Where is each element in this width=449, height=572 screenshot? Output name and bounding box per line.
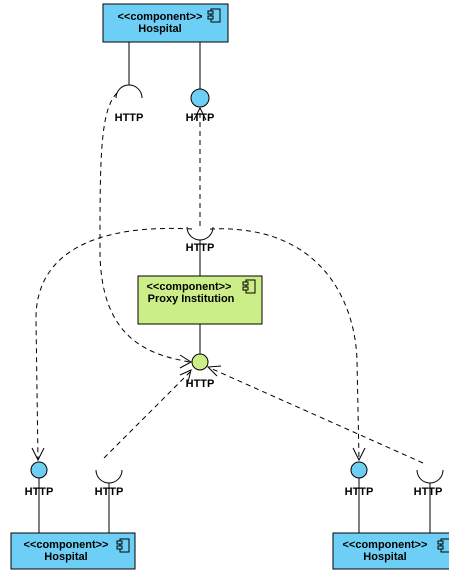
dependency-proxy-required-to-left-provided[interactable] xyxy=(31,227,193,462)
component-icon xyxy=(116,538,130,553)
hospital-top-name: Hospital xyxy=(138,23,181,35)
proxy-required-interface[interactable]: HTTP xyxy=(186,226,215,276)
hospital-right-required-interface[interactable]: HTTP xyxy=(414,469,444,533)
dependency-left-required-to-proxy-provided[interactable] xyxy=(103,369,192,459)
hospital-top-provided-interface[interactable]: HTTP xyxy=(186,42,215,124)
proxy-name: Proxy Institution xyxy=(148,293,235,305)
hospital-left-required-interface[interactable]: HTTP xyxy=(95,469,124,533)
dependency-proxy-required-to-right-provided[interactable] xyxy=(209,228,366,462)
hospital-top-component[interactable]: <<component>> Hospital xyxy=(102,3,229,43)
port-label: HTTP xyxy=(115,112,144,124)
proxy-provided-interface[interactable]: HTTP xyxy=(186,324,215,390)
proxy-institution-component[interactable]: <<component>> Proxy Institution xyxy=(137,275,263,325)
hospital-top-stereotype: <<component>> xyxy=(118,11,203,23)
port-label: HTTP xyxy=(186,242,215,254)
hospital-left-name: Hospital xyxy=(44,551,87,563)
dependency-right-required-to-proxy-provided[interactable] xyxy=(206,365,424,464)
hospital-right-stereotype: <<component>> xyxy=(343,539,428,551)
dependency-proxy-required-to-top-provided[interactable] xyxy=(193,106,207,226)
component-icon xyxy=(207,8,221,23)
hospital-left-provided-interface[interactable]: HTTP xyxy=(25,461,54,533)
port-label: HTTP xyxy=(186,378,215,390)
port-label: HTTP xyxy=(345,486,374,498)
dependency-top-required-to-proxy-provided[interactable] xyxy=(99,92,192,369)
proxy-stereotype: <<component>> xyxy=(147,281,232,293)
hospital-top-required-interface[interactable]: HTTP xyxy=(115,42,144,124)
component-icon xyxy=(242,279,256,294)
component-icon xyxy=(437,538,449,553)
hospital-left-stereotype: <<component>> xyxy=(24,539,109,551)
hospital-right-name: Hospital xyxy=(363,551,406,563)
port-label: HTTP xyxy=(95,486,124,498)
port-label: HTTP xyxy=(414,486,443,498)
hospital-right-component[interactable]: <<component>> Hospital xyxy=(332,532,449,570)
port-label: HTTP xyxy=(25,486,54,498)
hospital-right-provided-interface[interactable]: HTTP xyxy=(345,461,374,533)
hospital-left-component[interactable]: <<component>> Hospital xyxy=(10,532,136,570)
